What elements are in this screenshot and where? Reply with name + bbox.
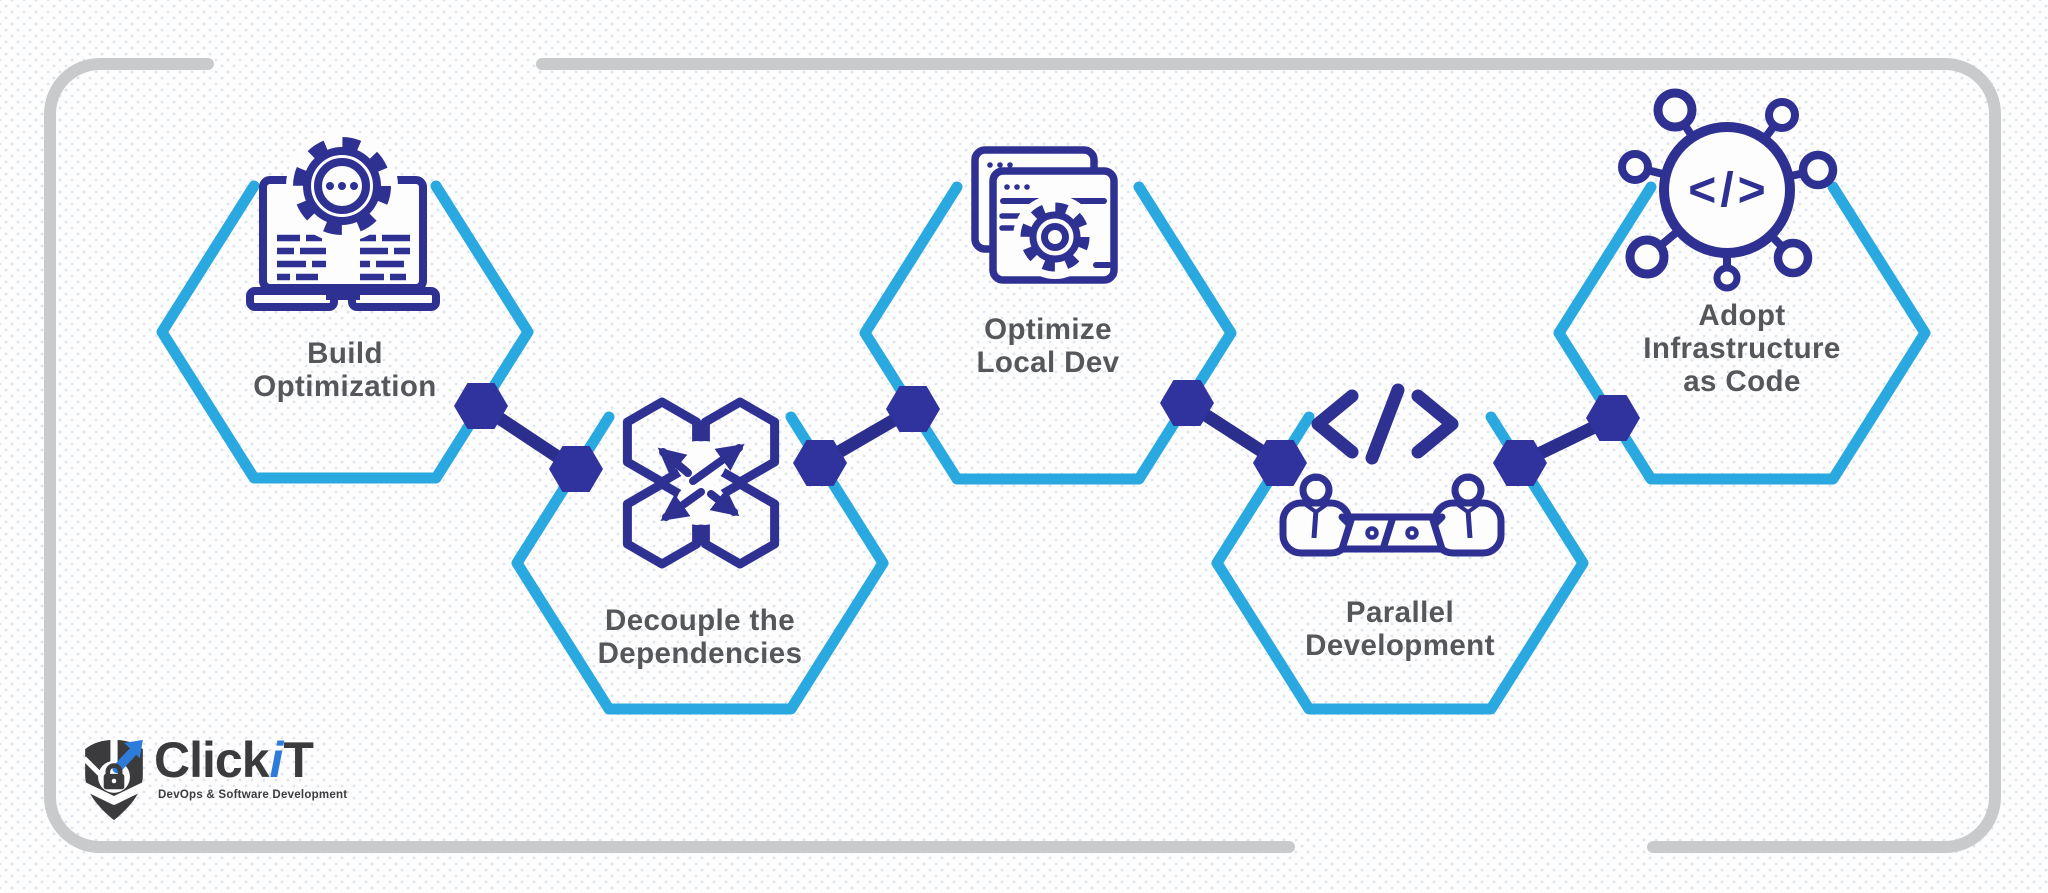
- logo-text-prefix: Click: [154, 732, 270, 788]
- logo-text-suffix: T: [283, 732, 314, 788]
- clickit-logo: ClickiT DevOps & Software Development: [80, 731, 480, 828]
- connector-node: [1493, 440, 1547, 486]
- hexagon-label-build-optimization: Build Optimization: [165, 337, 525, 403]
- browser-gear-icon: [971, 146, 1118, 284]
- label-line: Development: [1305, 629, 1495, 662]
- hexagon-decouple-dependencies: [511, 411, 889, 715]
- label-line: Optimization: [253, 370, 437, 403]
- page-frame: [44, 58, 2001, 853]
- hexagon-optimize-local-dev: [859, 181, 1237, 485]
- logo-text-accent: i: [269, 732, 284, 788]
- connector-node: [549, 446, 603, 492]
- hexagon-label-adopt-iac: Adopt Infrastructure as Code: [1562, 299, 1922, 398]
- frame-bottom-left-segment: [44, 58, 1295, 853]
- label-line: Build: [307, 337, 383, 370]
- developer-right: [1379, 473, 1505, 557]
- label-line: as Code: [1683, 365, 1801, 398]
- label-line: Local Dev: [976, 346, 1120, 379]
- label-line: Infrastructure: [1643, 332, 1841, 365]
- hexagon-build-optimization: [156, 180, 534, 484]
- label-line: Parallel: [1345, 596, 1455, 629]
- label-line: Adopt: [1698, 299, 1786, 332]
- frame-top-right-segment: [536, 58, 2001, 853]
- pair-programming-icon: [1279, 383, 1505, 557]
- connector-4: [1493, 395, 1640, 486]
- label-line: Decouple the: [604, 604, 796, 637]
- connector-3: [1160, 380, 1307, 486]
- hexagon-label-parallel-development: Parallel Development: [1220, 596, 1580, 662]
- code-network-icon: </>: [1618, 88, 1838, 292]
- connector-node: [1253, 440, 1307, 486]
- connector-node: [886, 386, 940, 432]
- connector-node: [1586, 395, 1640, 441]
- padlock-icon: [103, 763, 125, 790]
- logo-tagline: DevOps & Software Development: [158, 789, 348, 801]
- laptop-gear-icon: [246, 130, 440, 311]
- hexagon-label-decouple-dependencies: Decouple the Dependencies: [520, 604, 880, 670]
- connector-2: [793, 386, 940, 486]
- connector-node: [1160, 380, 1214, 426]
- connectors: [454, 380, 1640, 492]
- connector-node: [454, 383, 508, 429]
- shield-lock-icon: [82, 737, 146, 821]
- logo-wordmark: ClickiT: [154, 731, 314, 789]
- hexagon-parallel-development: [1211, 411, 1589, 715]
- decouple-hexagons-icon: [622, 397, 780, 569]
- code-tag-glyph: </>: [1688, 164, 1769, 217]
- label-line: Optimize: [984, 313, 1112, 346]
- connector-node: [793, 440, 847, 486]
- label-line: Dependencies: [597, 637, 803, 670]
- hexagon-label-optimize-local-dev: Optimize Local Dev: [868, 313, 1228, 379]
- hexagon-adopt-iac: [1553, 181, 1931, 485]
- code-tag-icon: [1311, 383, 1459, 465]
- connector-1: [454, 383, 603, 492]
